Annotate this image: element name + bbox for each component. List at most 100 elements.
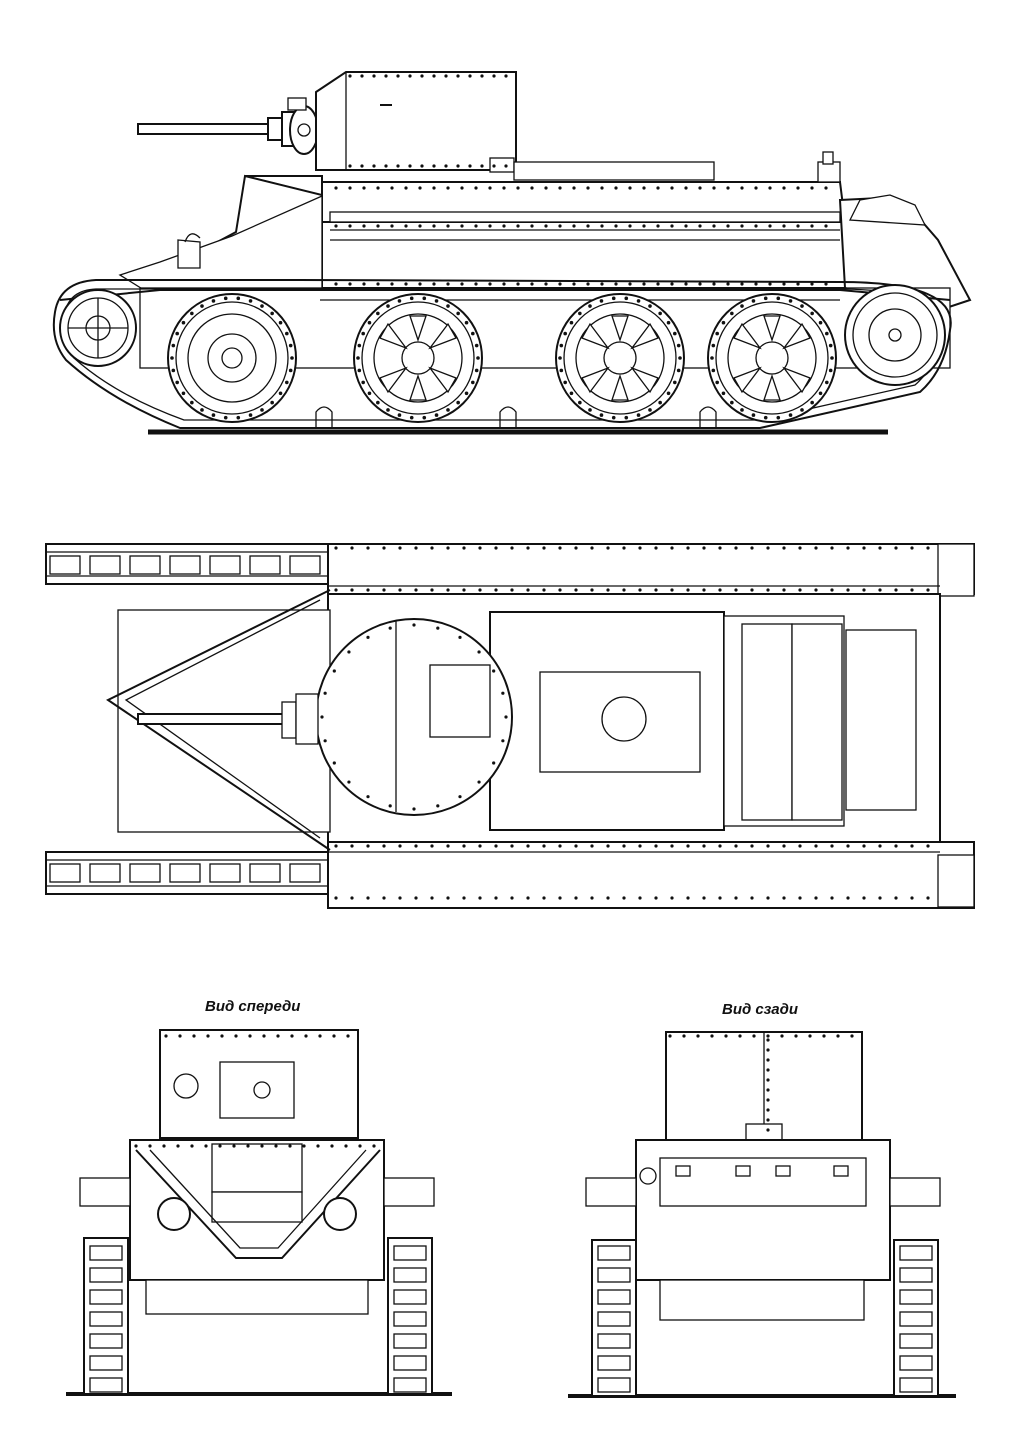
rivet — [502, 224, 506, 228]
rivet — [710, 1034, 714, 1038]
rivet — [332, 669, 336, 673]
rivet — [488, 224, 492, 228]
rivet — [926, 844, 930, 848]
rivet — [446, 408, 450, 412]
rivet — [348, 186, 352, 190]
rivet — [766, 1098, 770, 1102]
rivet — [404, 224, 408, 228]
rivet — [446, 844, 450, 848]
rivet — [456, 164, 460, 168]
track-link — [597, 1311, 631, 1327]
track-link — [89, 863, 121, 883]
rivet — [698, 186, 702, 190]
rivet — [850, 1034, 854, 1038]
rivet — [750, 896, 754, 900]
rivet — [492, 164, 496, 168]
rivet — [408, 164, 412, 168]
rivet — [382, 588, 386, 592]
rivet — [382, 896, 386, 900]
rivet — [361, 380, 365, 385]
side-turret — [315, 71, 715, 181]
rivet — [471, 380, 475, 385]
rivet — [236, 415, 241, 420]
rivet — [468, 164, 472, 168]
rivet — [366, 896, 370, 900]
rivet — [516, 186, 520, 190]
rivet — [348, 74, 352, 78]
rivet — [418, 186, 422, 190]
track-link — [89, 1289, 123, 1305]
rivet — [763, 296, 768, 301]
rivet — [654, 896, 658, 900]
rivet — [348, 224, 352, 228]
rivet — [430, 546, 434, 550]
rivet — [563, 331, 567, 336]
rivet — [599, 413, 604, 417]
rivet — [730, 311, 734, 316]
rivet — [376, 400, 380, 405]
rivet — [569, 320, 574, 325]
rivet — [382, 844, 386, 848]
rivet — [414, 588, 418, 592]
rivet — [721, 391, 726, 396]
rivet — [232, 1144, 236, 1148]
rivet — [894, 896, 898, 900]
track-link — [89, 1333, 123, 1349]
rivet — [686, 588, 690, 592]
rivet — [814, 896, 818, 900]
top-gun — [137, 693, 319, 745]
rivet — [396, 164, 400, 168]
rivet — [766, 1128, 770, 1132]
rivet — [718, 588, 722, 592]
rivet — [825, 380, 829, 385]
rivet — [702, 546, 706, 550]
track-link — [89, 1267, 123, 1283]
rivet — [409, 415, 414, 420]
rivet — [390, 224, 394, 228]
track-link — [393, 1311, 427, 1327]
rivet — [824, 186, 828, 190]
rivet — [740, 186, 744, 190]
rivet — [894, 844, 898, 848]
rivet — [656, 282, 660, 286]
rivet — [542, 546, 546, 550]
track-link — [899, 1311, 933, 1327]
rivet — [526, 896, 530, 900]
rivet — [430, 844, 434, 848]
rivet — [456, 74, 460, 78]
rivet — [270, 311, 274, 316]
rivet — [290, 356, 294, 360]
rivet — [734, 896, 738, 900]
rivet — [782, 546, 786, 550]
rivet — [822, 1034, 826, 1038]
track-link — [899, 1289, 933, 1305]
rivet — [530, 186, 534, 190]
rivet — [382, 546, 386, 550]
side-idler-wheel — [59, 289, 137, 367]
rivet — [492, 74, 496, 78]
rivet — [436, 626, 440, 630]
rivet — [376, 186, 380, 190]
rivet — [362, 282, 366, 286]
rivet — [673, 380, 677, 385]
rivet — [734, 588, 738, 592]
rivet — [248, 1034, 252, 1038]
rivet — [432, 74, 436, 78]
rivet — [474, 343, 479, 348]
rivet — [446, 186, 450, 190]
rivet — [390, 186, 394, 190]
rivet — [388, 804, 392, 808]
rivet — [656, 186, 660, 190]
rivet — [356, 356, 360, 360]
rivet — [702, 896, 706, 900]
rivet — [262, 1034, 266, 1038]
rivet — [316, 1144, 320, 1148]
track-link — [249, 863, 281, 883]
rivet — [478, 546, 482, 550]
rivet — [814, 588, 818, 592]
rivet — [800, 304, 804, 308]
rivet — [412, 623, 416, 627]
rivet — [474, 368, 479, 373]
rivet — [622, 588, 626, 592]
rivet — [366, 546, 370, 550]
